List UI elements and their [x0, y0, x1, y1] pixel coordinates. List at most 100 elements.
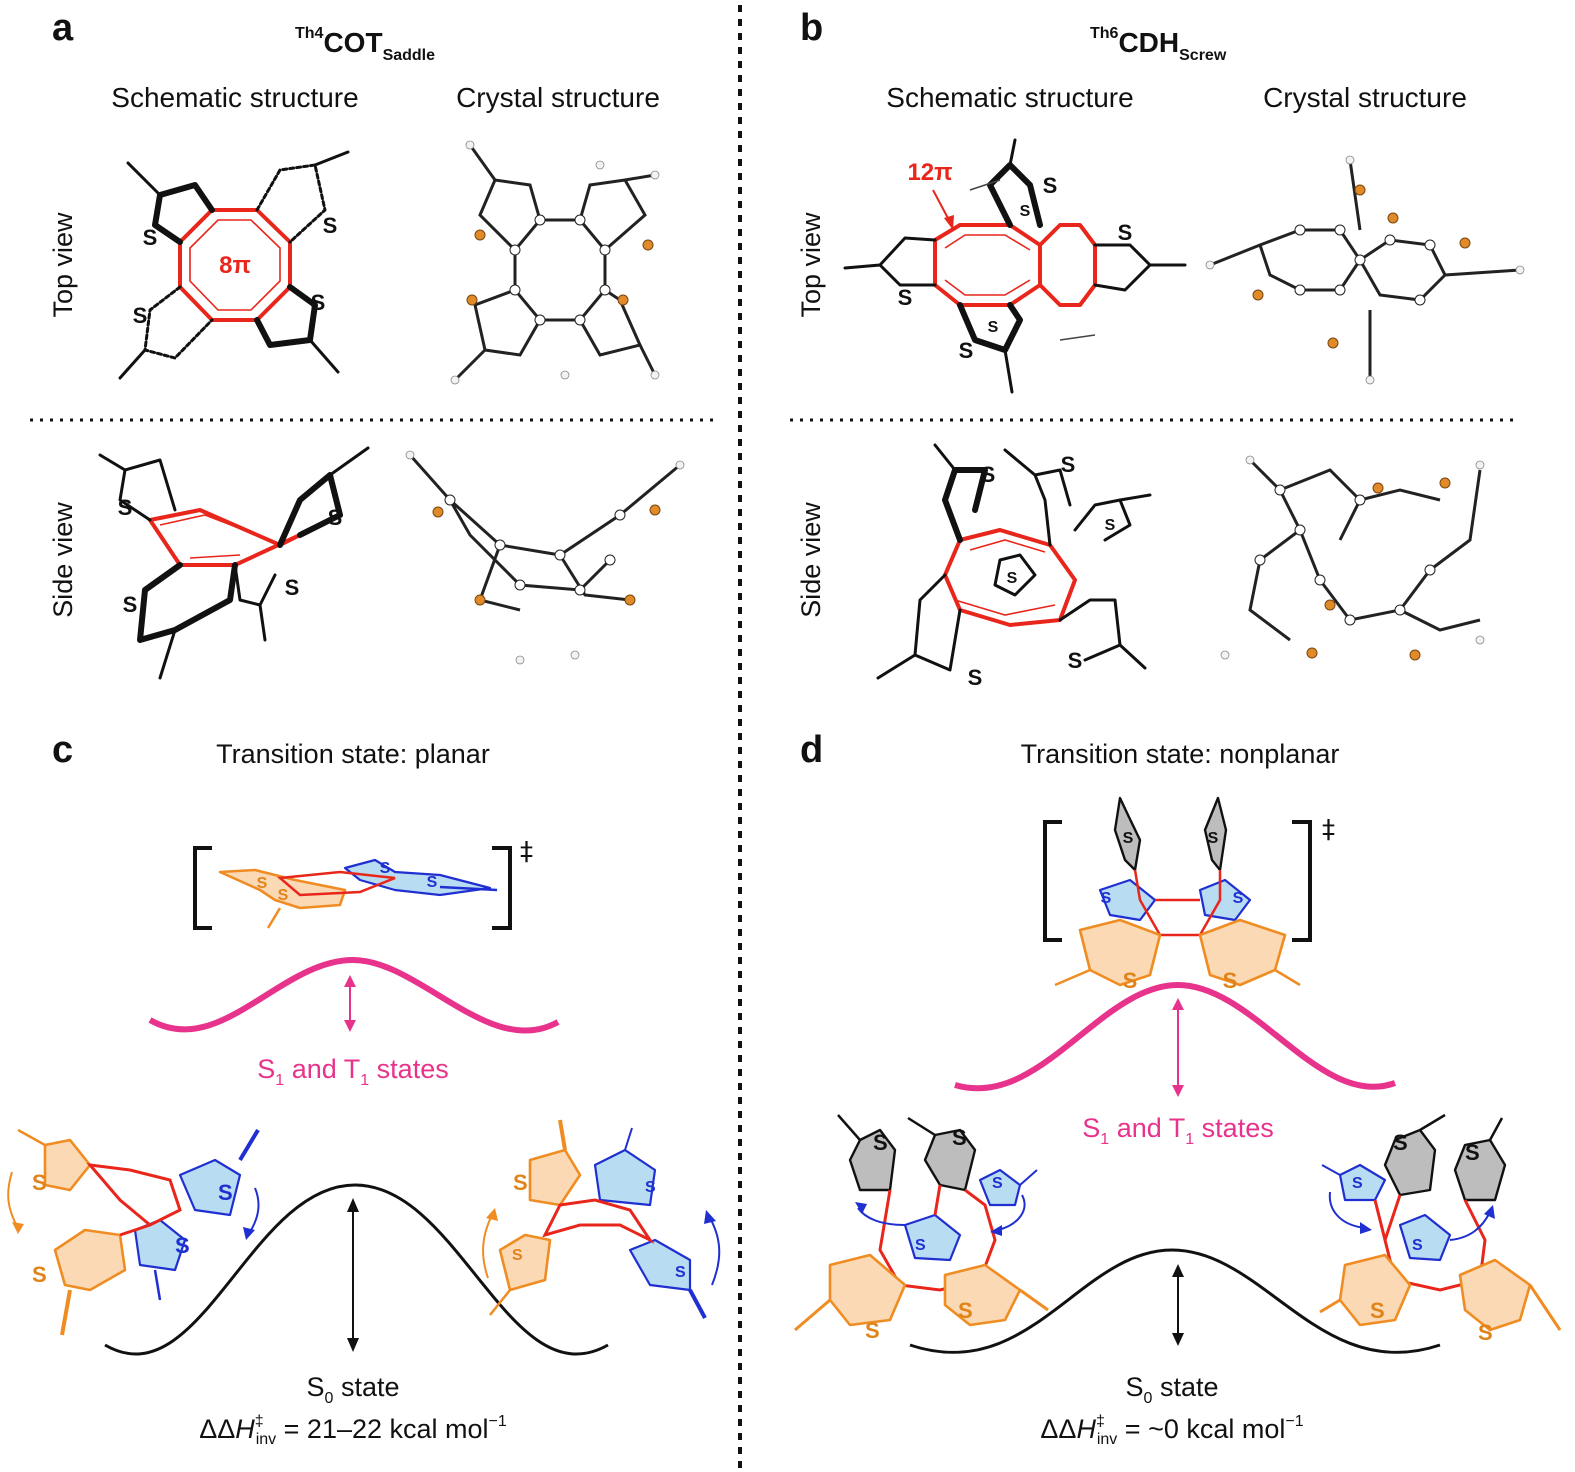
bracket-left-c	[193, 846, 212, 930]
atom-s	[466, 294, 478, 306]
excited-arrowhead-up-c	[344, 975, 356, 987]
ground-label-c: S0 state	[307, 1372, 400, 1407]
b-sulfur-top-small: S	[1020, 203, 1031, 220]
b-side-methyl-3	[1118, 493, 1152, 502]
atom-c	[1414, 294, 1426, 306]
conf-cl-methyl-3	[17, 1128, 46, 1147]
bracket-right-c	[492, 846, 512, 930]
methyl-tl	[126, 161, 162, 197]
ts-d-s-gray-2: S	[1208, 830, 1219, 847]
conf-dl-methyl-1	[837, 1114, 861, 1141]
conf-cr-s4: S	[675, 1264, 686, 1281]
conf-cl-orange-1	[43, 1138, 92, 1192]
ts-title-c: Transition state: planar	[216, 739, 490, 769]
atom-c	[1294, 284, 1306, 296]
crystal-ring	[513, 218, 607, 322]
ts-d-s-gray-1: S	[1123, 830, 1134, 847]
conf-dr-methyl-5	[1321, 1164, 1341, 1176]
rotation-arrowhead-blue-dl-2	[990, 1225, 1002, 1236]
ts-d-red-core	[1133, 869, 1222, 937]
atom-h	[1475, 635, 1485, 645]
pi-arrow-head	[944, 215, 954, 230]
row-label-a-side: Side view	[48, 502, 78, 618]
schematic-b-top: 12π S S S S S S	[843, 138, 1187, 394]
ground-label-d: S0 state	[1126, 1372, 1219, 1407]
conf-dl-s2: S	[952, 1125, 967, 1150]
atom-s	[1327, 337, 1339, 349]
crystal-b-top	[1205, 155, 1525, 385]
atom-c	[1294, 224, 1306, 236]
methyl-tr	[313, 150, 350, 167]
conformer-d-right: S S S S S S	[1319, 1113, 1562, 1345]
conf-dr-s5: S	[1370, 1298, 1385, 1323]
panel-letter-d: d	[800, 729, 823, 771]
atom-c	[1424, 564, 1436, 576]
conf-cr-orange-1	[528, 1148, 582, 1207]
atom-c	[509, 244, 521, 256]
atom-c	[1274, 484, 1286, 496]
b-side-thio-2	[1033, 468, 1072, 547]
ts-d-methyl-1	[1054, 968, 1091, 987]
atom-h	[1475, 460, 1485, 470]
methyl-bl	[118, 348, 147, 380]
atom-c	[574, 584, 586, 596]
ground-arrowhead-up-c	[347, 1198, 359, 1212]
atom-s	[1372, 482, 1384, 494]
ts-sulfur-blue-2: S	[427, 874, 438, 891]
excited-label-d: S1 and T1 states	[1082, 1113, 1273, 1148]
conf-dl-blue-2	[903, 1213, 962, 1262]
crystal-bond-tr	[578, 178, 647, 252]
ts-molecule-d: S S S S S S	[1054, 796, 1301, 993]
conformer-c-left: S S S S	[7, 1128, 260, 1336]
atom-h	[595, 160, 605, 170]
conf-dl-methyl-2	[907, 1116, 936, 1137]
excited-arrowhead-up-d	[1172, 998, 1184, 1010]
panel-b: b Th6CDHScrew Schematic structure Crysta…	[796, 7, 1525, 690]
atom-c	[1294, 524, 1306, 536]
enthalpy-label-d: ΔΔH‡inv = ~0 kcal mol−1	[1040, 1413, 1303, 1448]
pi-arrow	[932, 189, 951, 223]
atom-c	[1314, 574, 1326, 586]
atom-c	[1334, 284, 1346, 296]
atom-s	[642, 239, 654, 251]
title-b-sup: Th6	[1090, 25, 1119, 42]
conf-dl-orange-1	[828, 1253, 907, 1327]
atom-s	[1439, 477, 1451, 489]
sulfur-tr: S	[323, 213, 338, 238]
side-methyl-1	[98, 453, 127, 472]
ts-blue-methyl	[439, 885, 498, 892]
title-a-main: COT	[323, 27, 382, 58]
atom-s	[474, 594, 486, 606]
cdh-inner-2	[944, 279, 1031, 296]
ground-state-curve-d	[909, 1248, 1441, 1354]
conf-dr-blue-2	[1398, 1213, 1452, 1262]
crystal-bond-br	[578, 288, 643, 357]
conf-cl-s4: S	[175, 1233, 190, 1258]
bracket-right-d	[1292, 820, 1312, 942]
conf-dl-s4: S	[915, 1237, 926, 1254]
title-a-sup: Th4	[295, 25, 324, 42]
dagger-d: ‡	[1322, 815, 1335, 845]
ts-red-core	[276, 870, 396, 897]
b-thio-left	[878, 236, 937, 287]
rotation-arrow-orange-cl	[7, 1171, 19, 1229]
rotation-arrowhead-blue-cr	[704, 1210, 716, 1224]
conf-cl-orange-2	[53, 1228, 127, 1292]
b-side-sulfur-2: S	[1061, 452, 1076, 477]
conf-cr-orange-2	[498, 1233, 552, 1292]
col-head-a-crystal: Crystal structure	[456, 82, 660, 113]
atom-s	[617, 294, 629, 306]
ts-d-s-orange-1: S	[1123, 968, 1138, 993]
cdh-inner-1	[944, 234, 1031, 251]
ts-molecule-c: S S S S	[218, 858, 498, 929]
atom-c	[534, 314, 546, 326]
ts-title-d: Transition state: nonplanar	[1021, 739, 1340, 769]
crystal-b-top-bonds	[1209, 159, 1521, 380]
sulfur-tl: S	[143, 225, 158, 250]
panel-b-title: Th6CDHScrew	[1090, 25, 1227, 64]
conf-cr-core	[542, 1198, 655, 1244]
crystal-methyls	[453, 144, 657, 382]
saddle-core	[148, 508, 302, 567]
atom-c	[534, 214, 546, 226]
side-sulfur-3: S	[123, 592, 138, 617]
